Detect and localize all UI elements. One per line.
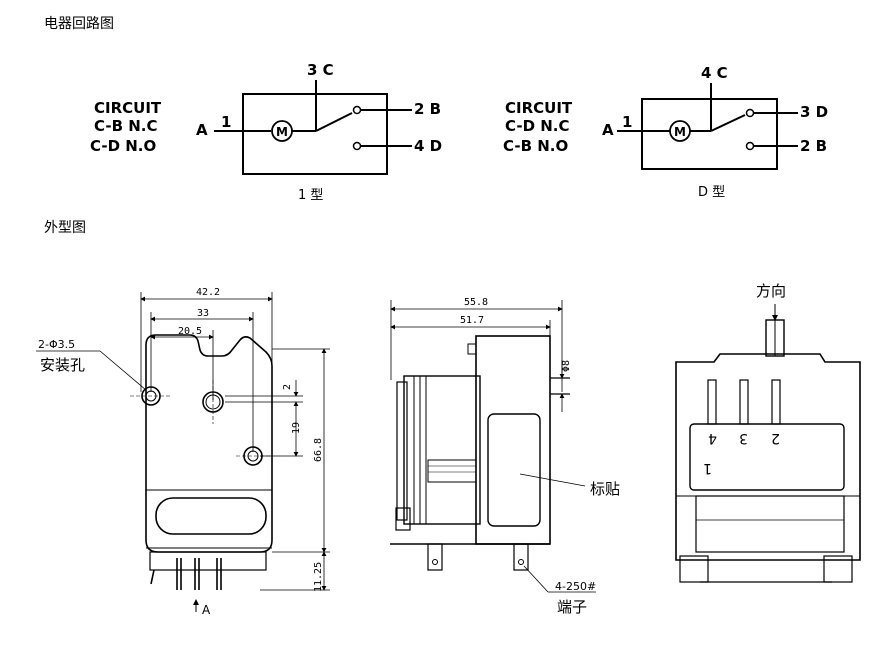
circuit-d-upper-label: 3 D	[800, 103, 828, 121]
circuit-d-label-line-2: C-D N.C	[505, 117, 570, 135]
terminal-label: 端子	[557, 598, 587, 616]
outline-section-title: 外型图	[44, 220, 86, 236]
circuit-1-switch-blade	[315, 112, 353, 132]
dim-shaft-diameter: Φ8	[561, 360, 572, 372]
dim-height: 66.8	[313, 438, 324, 462]
circuit-1-lower-label: 4 D	[414, 137, 442, 155]
dim-body-depth: 51.7	[460, 315, 484, 326]
dim-hole-drop: 19	[291, 422, 302, 434]
dim-pin-length: 11.25	[313, 562, 324, 592]
end-view-terminal-window	[689, 423, 845, 491]
circuit-d-lower-contact	[745, 141, 755, 151]
dim-center-offset: 20.5	[178, 326, 202, 337]
circuit-d-input-letter: A	[602, 121, 614, 139]
front-view-drawing: 42.2 33 20.5 66	[36, 287, 330, 617]
circuit-1-common-label: 3 C	[307, 61, 334, 79]
side-label-area	[487, 413, 541, 527]
circuit-d-caption: D 型	[698, 185, 725, 200]
circuit-d-label-line-3: C-B N.O	[503, 137, 568, 155]
circuit-1-upper-contact	[352, 105, 362, 115]
circuit-d-common-label: 4 C	[701, 64, 728, 82]
label-callout: 标贴	[590, 480, 620, 498]
end-inner-number-1: 1	[703, 460, 712, 476]
dim-overall-width: 42.2	[196, 287, 220, 298]
circuit-1-motor-letter: M	[276, 125, 288, 139]
circuit-1-input-letter: A	[196, 121, 208, 139]
end-view-housing	[675, 353, 861, 561]
circuit-section-title: 电器回路图	[44, 16, 114, 32]
circuit-1-input-number: 1	[221, 113, 231, 131]
circuit-1-lower-contact	[352, 141, 362, 151]
hole-spec-label: 2-Φ3.5	[38, 338, 75, 351]
circuit-d-switch-blade	[710, 114, 746, 132]
circuit-1-label-line-3: C-D N.O	[90, 137, 156, 155]
dim-total-depth: 55.8	[464, 297, 488, 308]
side-view-drawing: 55.8 51.7 Φ8 标贴 4-250# 端子	[390, 297, 620, 616]
circuit-diagram-type-d: CIRCUIT C-D N.C C-B N.O A 1 M 4 C 3 D 2 …	[503, 64, 828, 200]
end-terminal-number-2: 2	[771, 430, 780, 446]
dim-hole-spacing: 33	[197, 308, 209, 319]
view-arrow-label: A	[202, 603, 211, 617]
front-label-slot	[155, 497, 267, 535]
direction-label: 方向	[756, 282, 786, 300]
circuit-d-upper-contact	[745, 108, 755, 118]
circuit-d-motor-letter: M	[674, 125, 686, 139]
dim-hole-rise: 2	[282, 384, 293, 390]
side-main-housing	[475, 335, 551, 545]
circuit-d-label-line-1: CIRCUIT	[505, 99, 573, 117]
circuit-d-lower-label: 2 B	[800, 137, 827, 155]
circuit-d-input-number: 1	[622, 113, 632, 131]
circuit-diagram-type-1: CIRCUIT C-B N.C C-D N.O A 1 M 3 C 2 B 4 …	[90, 61, 442, 203]
circuit-1-label-line-2: C-B N.C	[94, 117, 158, 135]
terminal-spec-label: 4-250#	[555, 580, 596, 593]
circuit-1-upper-label: 2 B	[414, 100, 441, 118]
front-body-outline	[145, 334, 273, 553]
mount-hole-label: 安装孔	[40, 356, 85, 374]
circuit-1-label-line-1: CIRCUIT	[94, 99, 162, 117]
circuit-1-caption: 1 型	[298, 188, 323, 203]
circuit-d-housing	[641, 98, 778, 170]
end-terminal-number-4: 4	[708, 430, 717, 446]
end-terminal-number-3: 3	[739, 430, 748, 446]
end-view-drawing: 方向 4 3 2 1	[675, 282, 861, 583]
